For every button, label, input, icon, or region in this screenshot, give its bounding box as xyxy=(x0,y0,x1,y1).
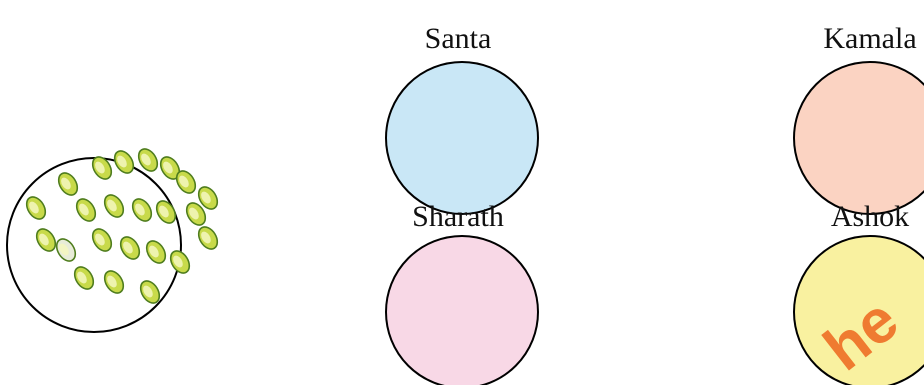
person-santa: Santa xyxy=(386,22,538,214)
seed-bowl xyxy=(7,146,221,332)
person-circle-kamala xyxy=(794,62,924,214)
person-name-ashok: Ashok xyxy=(831,200,909,233)
seed xyxy=(195,224,221,253)
person-name-kamala: Kamala xyxy=(823,22,916,55)
person-circle-santa xyxy=(386,62,538,214)
person-name-sharath: Sharath xyxy=(412,200,504,233)
person-name-santa: Santa xyxy=(425,22,492,55)
person-circle-sharath xyxy=(386,236,538,385)
person-kamala: Kamala xyxy=(794,22,924,214)
person-sharath: Sharath xyxy=(386,200,538,385)
